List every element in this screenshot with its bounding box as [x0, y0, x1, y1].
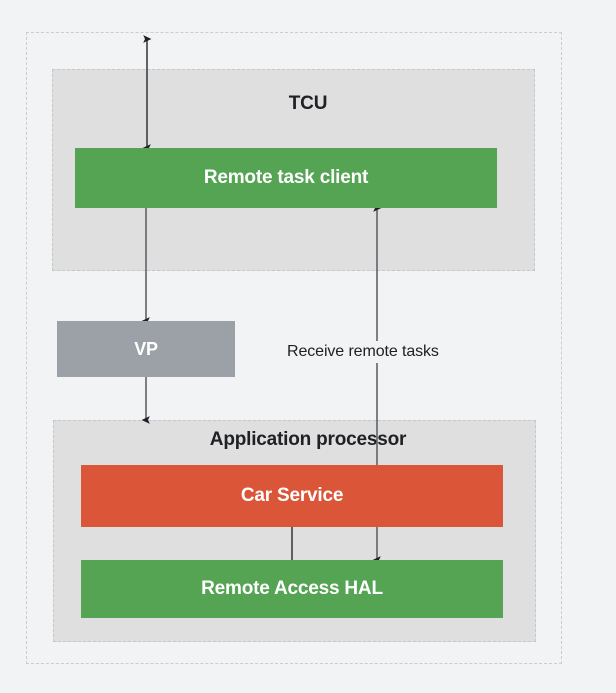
block-car-service[interactable]: Car Service [81, 465, 503, 527]
edge-label-receive-remote-tasks: Receive remote tasks [281, 341, 445, 363]
block-remote-task-client[interactable]: Remote task client [75, 148, 497, 208]
group-title-application-processor: Application processor [209, 429, 407, 450]
block-vp[interactable]: VP [57, 321, 235, 377]
group-title-tcu: TCU [288, 93, 328, 114]
vehicle-boundary [26, 32, 562, 664]
block-remote-access-hal[interactable]: Remote Access HAL [81, 560, 503, 618]
